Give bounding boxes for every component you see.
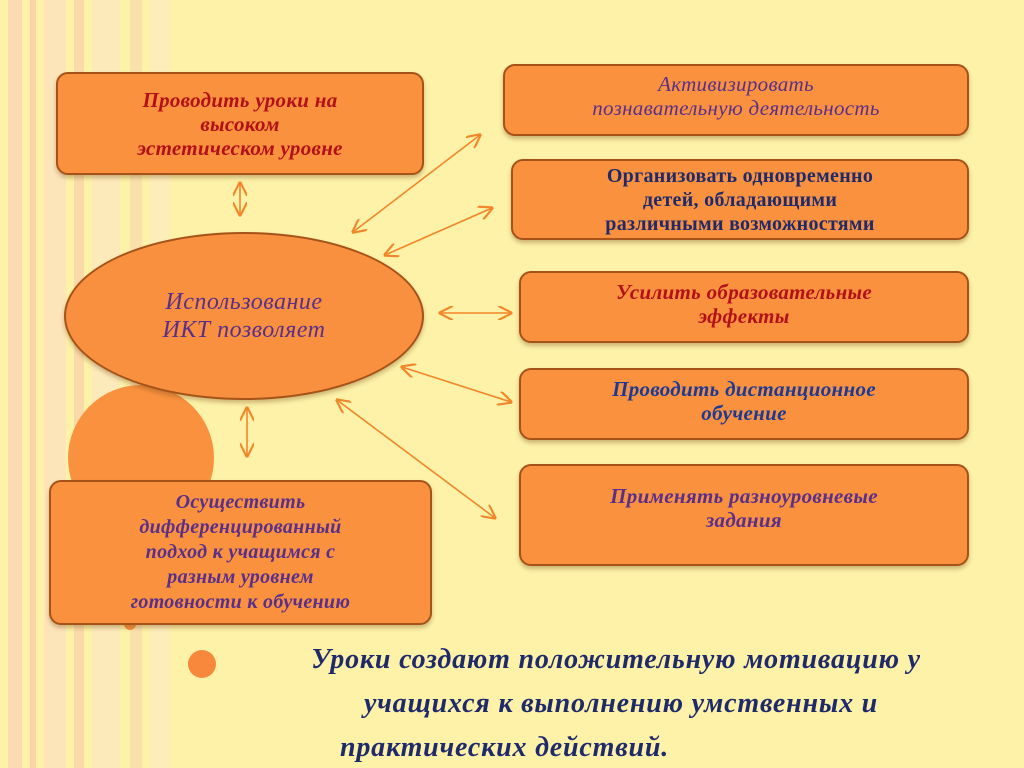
center-line: ИКТ позволяет [162, 317, 326, 343]
box-line: задания [706, 508, 782, 532]
center-line: Использование [165, 289, 323, 315]
arrow-right-5 [337, 400, 495, 518]
bullet-icon [188, 650, 216, 678]
box-line: эффекты [698, 304, 790, 328]
box-line: различными возможностями [605, 212, 875, 235]
center-oval: Использование ИКТ позволяет [64, 232, 424, 400]
arrow-right-1 [353, 135, 480, 232]
box-line: эстетическом уровне [137, 135, 343, 160]
box-line: готовности к обучению [130, 591, 351, 613]
box-line: разным уровнем [167, 566, 314, 588]
arrow-right-2 [385, 208, 492, 255]
box-line: обучение [701, 401, 787, 425]
conclusion-line: практических действий. [340, 732, 670, 763]
box-line: Применять разноуровневые [610, 484, 878, 508]
box-line: Осуществить [175, 491, 306, 513]
box-line: Усилить образовательные [615, 280, 873, 304]
conclusion-text: Уроки создают положительную мотивацию у … [216, 638, 1016, 768]
conclusion-line: учащихся к выполнению умственных и [363, 688, 879, 719]
box-organize-children: Организовать одновременно детей, обладаю… [511, 159, 969, 240]
box-line: Активизировать [658, 72, 814, 96]
box-aesthetic-lessons: Проводить уроки на высоком эстетическом … [56, 72, 424, 175]
box-line: подход к учащимся с [145, 541, 336, 563]
conclusion-line: Уроки создают положительную мотивацию у [311, 644, 921, 675]
box-line: познавательную деятельность [592, 96, 880, 120]
box-line: Организовать одновременно [606, 164, 874, 187]
box-activate-cognition: Активизировать познавательную деятельнос… [503, 64, 969, 136]
box-differentiated-approach: Осуществить дифференцированный подход к … [49, 480, 432, 625]
box-line: Проводить уроки на [142, 87, 338, 112]
box-multilevel-tasks: Применять разноуровневые задания [519, 464, 969, 566]
arrow-right-4 [402, 367, 511, 402]
box-line: детей, обладающими [642, 188, 838, 211]
box-line: высоком [200, 111, 280, 136]
box-enhance-effects: Усилить образовательные эффекты [519, 271, 969, 343]
box-distance-learning: Проводить дистанционное обучение [519, 368, 969, 440]
box-line: Проводить дистанционное [612, 377, 876, 401]
box-line: дифференцированный [139, 516, 342, 538]
